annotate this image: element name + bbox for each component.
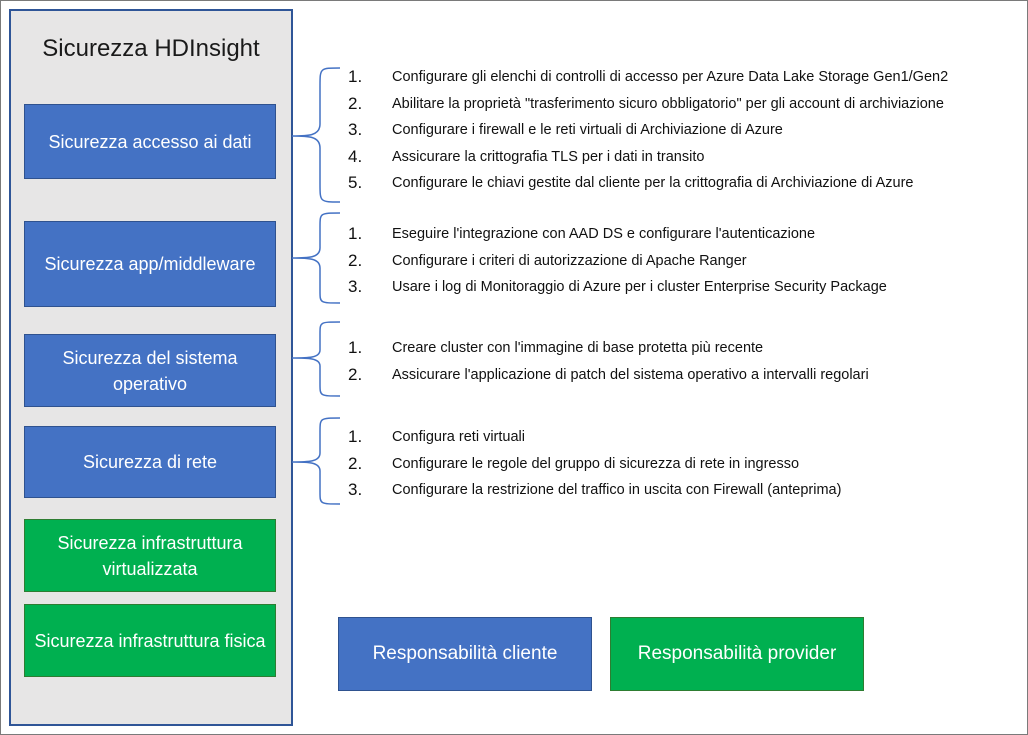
item-number: 1.: [348, 67, 363, 87]
item-text: Configurare gli elenchi di controlli di …: [392, 69, 949, 86]
item-text: Abilitare la proprietà "trasferimento si…: [392, 95, 944, 112]
item-number: 2.: [348, 93, 363, 113]
legend-provider-responsibility: Responsabilità provider: [610, 617, 864, 691]
brace-operating-system: [291, 321, 341, 397]
layer-physical-infrastructure: Sicurezza infrastruttura fisica: [24, 604, 276, 677]
item-number: 1.: [348, 427, 363, 447]
item-text: Creare cluster con l'immagine di base pr…: [392, 340, 764, 357]
item-text: Configurare i firewall e le reti virtual…: [392, 122, 783, 139]
layer-network: Sicurezza di rete: [24, 426, 276, 498]
legend-customer-responsibility: Responsabilità cliente: [338, 617, 592, 691]
item-text: Configurare i criteri di autorizzazione …: [392, 252, 747, 269]
brace-data-access: [291, 67, 341, 203]
item-text: Eseguire l'integrazione con AAD DS e con…: [392, 226, 816, 243]
layer-label: Sicurezza app/middleware: [44, 254, 256, 274]
panel-title: Sicurezza HDInsight: [42, 35, 260, 62]
layer-operating-system: Sicurezza del sistema operativo: [24, 334, 276, 407]
item-text: Assicurare la crittografia TLS per i dat…: [392, 148, 705, 165]
item-number: 3.: [348, 120, 363, 140]
item-number: 3.: [348, 480, 363, 500]
brace-network: [291, 417, 341, 505]
item-number: 2.: [348, 453, 363, 473]
layer-label: Sicurezza accesso ai dati: [48, 131, 252, 152]
layer-virtualized-infrastructure: Sicurezza infrastruttura virtualizzata: [24, 519, 276, 592]
item-number: 3.: [348, 277, 363, 297]
item-number: 4.: [348, 146, 363, 166]
item-text: Assicurare l'applicazione di patch del s…: [392, 366, 869, 383]
item-text: Configurare la restrizione del traffico …: [392, 482, 842, 499]
legend-label: Responsabilità cliente: [372, 643, 558, 664]
layer-label: Sicurezza del sistema operativo: [62, 347, 238, 394]
brace-app-middleware: [291, 212, 341, 304]
item-number: 5.: [348, 173, 363, 193]
item-text: Configurare le chiavi gestite dal client…: [392, 175, 914, 192]
layer-data-access: Sicurezza accesso ai dati: [24, 104, 276, 179]
item-number: 1.: [348, 338, 363, 358]
layer-label: Sicurezza infrastruttura virtualizzata: [57, 532, 243, 579]
layer-app-middleware: Sicurezza app/middleware: [24, 221, 276, 307]
legend-label: Responsabilità provider: [637, 643, 837, 664]
item-text: Configura reti virtuali: [392, 429, 525, 446]
layer-label: Sicurezza di rete: [82, 452, 218, 472]
item-number: 2.: [348, 364, 363, 384]
item-text: Usare i log di Monitoraggio di Azure per…: [392, 279, 887, 296]
layer-label: Sicurezza infrastruttura fisica: [34, 630, 266, 651]
item-text: Configurare le regole del gruppo di sicu…: [392, 455, 800, 472]
item-number: 1.: [348, 224, 363, 244]
item-number: 2.: [348, 250, 363, 270]
